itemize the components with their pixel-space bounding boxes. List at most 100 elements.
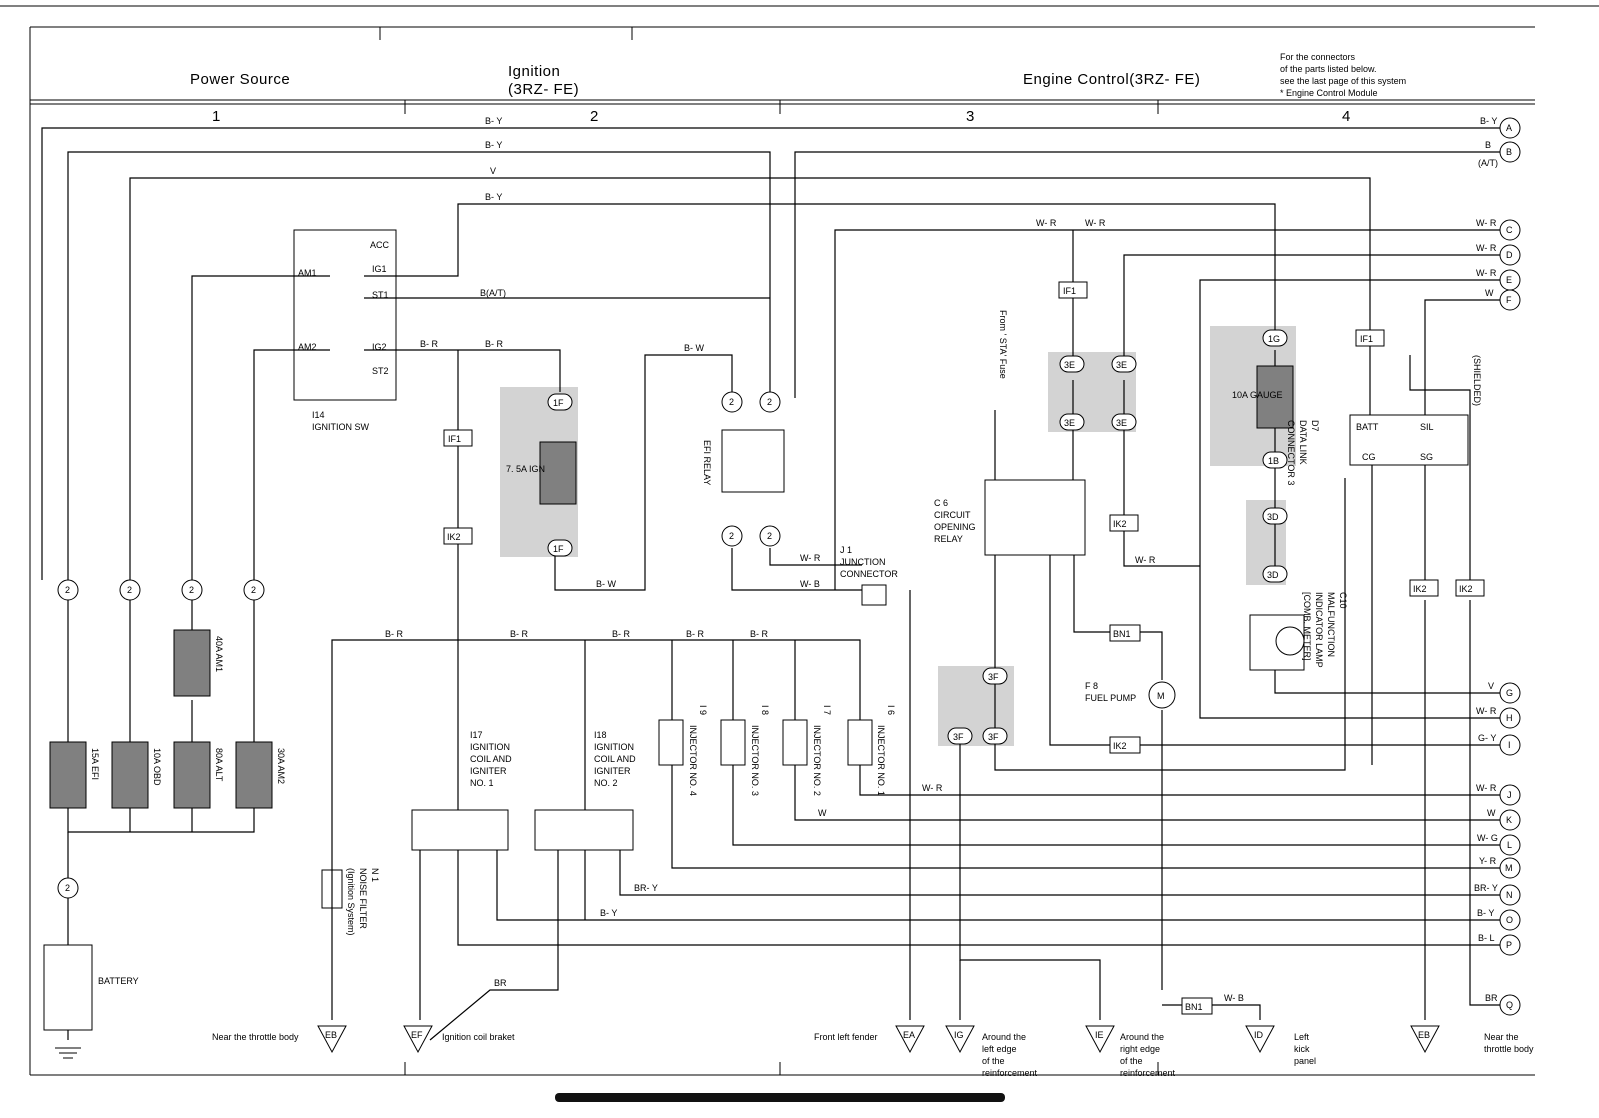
svg-text:2: 2 [65,585,70,595]
svg-text:W: W [1487,808,1496,818]
svg-text:* Engine Control Module: * Engine Control Module [1280,88,1378,98]
svg-text:G: G [1506,688,1513,698]
svg-text:B- Y: B- Y [485,140,502,150]
svg-text:IGNITION: IGNITION [594,742,634,752]
svg-text:IF1: IF1 [1063,286,1076,296]
fuse-10a-gauge-icon [1256,365,1294,429]
svg-text:BR- Y: BR- Y [634,883,658,893]
svg-text:of the parts listed below.: of the parts listed below. [1280,64,1377,74]
svg-text:B- R: B- R [510,629,529,639]
svg-text:2: 2 [65,883,70,893]
svg-text:2: 2 [251,585,256,595]
svg-text:IGNITION SW: IGNITION SW [312,422,370,432]
svg-text:3D: 3D [1267,512,1279,522]
svg-text:W- R: W- R [1476,268,1497,278]
svg-text:F 8: F 8 [1085,681,1098,691]
svg-text:AM2: AM2 [298,342,317,352]
svg-text:B- L: B- L [1478,933,1495,943]
svg-text:I 7: I 7 [822,705,832,715]
svg-text:B- R: B- R [612,629,631,639]
svg-text:B- Y: B- Y [1477,908,1494,918]
svg-text:RELAY: RELAY [934,534,963,544]
svg-text:J 1: J 1 [840,545,852,555]
svg-text:CIRCUIT: CIRCUIT [934,510,971,520]
svg-text:P: P [1506,940,1512,950]
svg-text:W- B: W- B [800,579,820,589]
svg-text:B- W: B- W [596,579,617,589]
svg-text:BN1: BN1 [1185,1002,1203,1012]
svg-text:reinforcement: reinforcement [1120,1068,1176,1078]
svg-text:M: M [1505,863,1513,873]
connector-note: For the connectors of the parts listed b… [1280,52,1406,98]
grounds: EB Near the throttle body EF Ignition co… [55,1025,1534,1078]
fuse-40a-am1-icon [173,629,211,697]
svg-text:ID: ID [1254,1030,1264,1040]
svg-text:F: F [1506,295,1512,305]
svg-text:of the: of the [982,1056,1005,1066]
svg-text:W- R: W- R [800,553,821,563]
svg-text:IK2: IK2 [1113,519,1127,529]
svg-text:IF1: IF1 [1360,334,1373,344]
svg-text:W: W [1485,288,1494,298]
svg-text:A: A [1506,123,1512,133]
svg-text:SG: SG [1420,452,1433,462]
svg-text:W- R: W- R [1476,243,1497,253]
fuse-30a-am2-label: 30A AM2 [276,748,286,784]
svg-text:BATT: BATT [1356,422,1379,432]
svg-text:INJECTOR NO. 3: INJECTOR NO. 3 [750,725,760,796]
column-1: 1 [212,108,220,125]
svg-text:I18: I18 [594,730,607,740]
fuse-80a-alt-icon [173,741,211,809]
svg-text:Ignition coil braket: Ignition coil braket [442,1032,515,1042]
svg-text:INDICATOR LAMP: INDICATOR LAMP [1314,592,1324,668]
pin-circles: 2 2 2 2 2 2 2 2 2 1F 1F 3E 3E 3E 3E 1G 1… [57,329,1305,899]
svg-text:left edge: left edge [982,1044,1017,1054]
svg-text:IGNITION: IGNITION [470,742,510,752]
svg-text:I 8: I 8 [760,705,770,715]
svg-text:I: I [1508,740,1511,750]
fuel-pump-motor-icon [1148,681,1176,709]
svg-text:E: E [1506,275,1512,285]
svg-text:NO. 1: NO. 1 [470,778,494,788]
ignition-coil-2-icon [534,809,634,851]
svg-text:3F: 3F [953,732,964,742]
svg-text:IGNITER: IGNITER [470,766,507,776]
svg-text:B- Y: B- Y [600,908,617,918]
svg-text:Around the: Around the [982,1032,1026,1042]
svg-text:2: 2 [767,397,772,407]
svg-text:H: H [1506,713,1513,723]
svg-text:see the last page of this syst: see the last page of this system [1280,76,1406,86]
injector-4-icon [658,719,684,766]
svg-text:BR: BR [1485,993,1498,1003]
svg-text:panel: panel [1294,1056,1316,1066]
svg-text:1F: 1F [553,398,564,408]
section-ignition-1: Ignition [508,63,560,80]
svg-text:IK2: IK2 [1113,741,1127,751]
svg-text:BR- Y: BR- Y [1474,883,1498,893]
connector-boxes: IF1 IK2 IF1 IK2 IF1 BN1 IK2 IK2 IK2 BN1 [443,281,1485,1015]
svg-text:IG1: IG1 [372,264,387,274]
svg-text:B- R: B- R [750,629,769,639]
svg-text:For the connectors: For the connectors [1280,52,1356,62]
svg-text:B: B [1506,147,1512,157]
svg-text:2: 2 [767,531,772,541]
ignition-switch: ACC IG1 ST1 AM1 AM2 IG2 ST2 I14 IGNITION… [298,240,390,432]
svg-text:EF: EF [411,1030,423,1040]
svg-text:N: N [1506,890,1513,900]
svg-text:JUNCTION: JUNCTION [840,557,886,567]
svg-text:2: 2 [729,531,734,541]
svg-text:Left: Left [1294,1032,1310,1042]
svg-text:W- R: W- R [1135,555,1156,565]
svg-text:[COMB. METER]: [COMB. METER] [1302,592,1312,661]
svg-text:B- Y: B- Y [1480,116,1497,126]
svg-text:2: 2 [729,397,734,407]
svg-text:(SHIELDED): (SHIELDED) [1472,355,1482,406]
battery-icon [43,944,93,1031]
injector-2-icon [782,719,808,766]
svg-text:3E: 3E [1064,418,1075,428]
svg-text:W- G: W- G [1477,833,1498,843]
svg-text:3E: 3E [1064,360,1075,370]
fuse-10a-obd-label: 10A OBD [152,748,162,786]
svg-text:G- Y: G- Y [1478,733,1496,743]
svg-text:I14: I14 [312,410,325,420]
